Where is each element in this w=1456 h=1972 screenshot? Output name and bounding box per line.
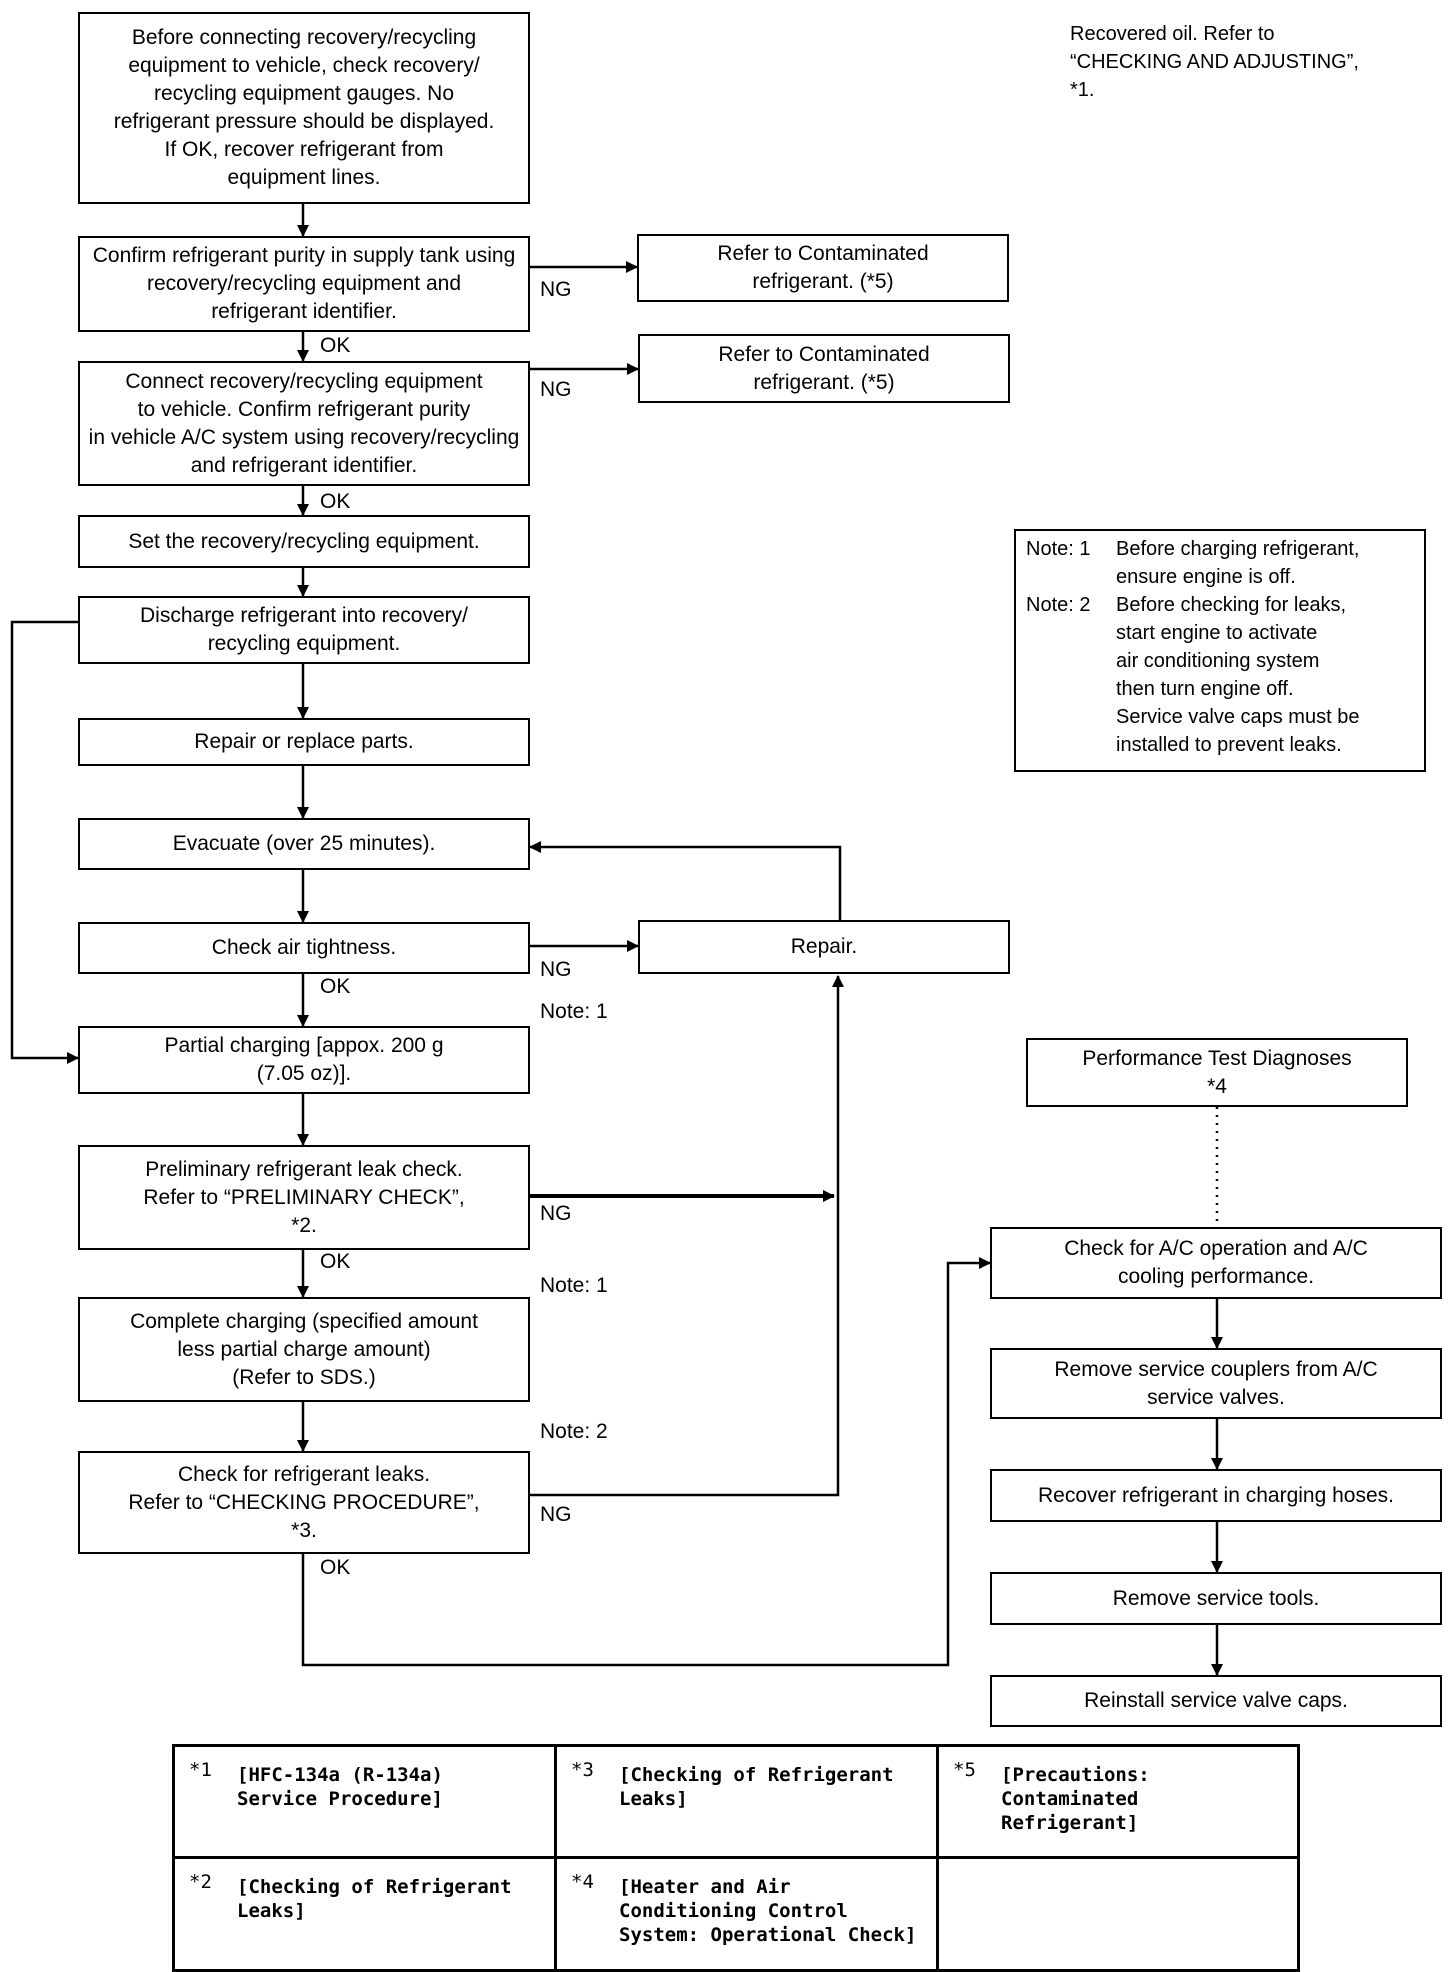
step-air-tightness: Check air tightness. [78, 922, 530, 974]
ok-label-s8: OK [320, 975, 351, 998]
legend-ref: *3 [571, 1759, 594, 1781]
reference-legend-table: *1 [HFC-134a (R-134a) Service Procedure]… [172, 1744, 1300, 1972]
step-check-ac-operation: Check for A/C operation and A/C cooling … [990, 1227, 1442, 1299]
legend-cell-4: *4 [Heater and Air Conditioning Control … [557, 1859, 939, 1969]
performance-test-diagnoses: Performance Test Diagnoses *4 [1026, 1038, 1408, 1107]
legend-cell-empty [939, 1859, 1297, 1969]
repair-box: Repair. [638, 920, 1010, 974]
ng-label-s8: NG [540, 958, 572, 981]
legend-cell-3: *3 [Checking of Refrigerant Leaks] [557, 1747, 939, 1859]
legend-text: [Precautions: Contaminated Refrigerant] [1001, 1764, 1150, 1834]
step-reinstall-caps: Reinstall service valve caps. [990, 1675, 1442, 1727]
legend-text: [Checking of Refrigerant Leaks] [237, 1876, 512, 1922]
ng-label-s10: NG [540, 1202, 572, 1225]
legend-text: [Checking of Refrigerant Leaks] [619, 1764, 894, 1810]
legend-text: [Heater and Air Conditioning Control Sys… [619, 1876, 917, 1946]
ng-label-s3: NG [540, 378, 572, 401]
ok-label-s12: OK [320, 1556, 351, 1579]
line-s12-ng [528, 975, 844, 1497]
note-2-text: Before checking for leaks, start engine … [1116, 594, 1360, 756]
legend-ref: *4 [571, 1871, 594, 1893]
recovered-oil-note: Recovered oil. Refer to “CHECKING AND AD… [1070, 23, 1359, 101]
note-2-heading: Note: 2 [1026, 594, 1091, 616]
line-s12-ok [301, 1257, 991, 1667]
step-confirm-supply-purity: Confirm refrigerant purity in supply tan… [78, 236, 530, 332]
legend-ref: *5 [953, 1759, 976, 1781]
line-discharge-bypass [10, 620, 80, 1064]
step-evacuate: Evacuate (over 25 minutes). [78, 818, 530, 870]
ok-label-s10: OK [320, 1250, 351, 1273]
legend-cell-5: *5 [Precautions: Contaminated Refrigeran… [939, 1747, 1297, 1859]
note-1-label-complete: Note: 1 [540, 1274, 608, 1297]
legend-cell-2: *2 [Checking of Refrigerant Leaks] [175, 1859, 557, 1969]
step-remove-couplers: Remove service couplers from A/C service… [990, 1348, 1442, 1419]
contaminated-refrigerant-box-2: Refer to Contaminated refrigerant. (*5) [638, 334, 1010, 403]
note-1-heading: Note: 1 [1026, 538, 1091, 560]
step-discharge: Discharge refrigerant into recovery/ rec… [78, 596, 530, 664]
contaminated-refrigerant-box-1: Refer to Contaminated refrigerant. (*5) [637, 234, 1009, 302]
note-1-label-partial: Note: 1 [540, 1000, 608, 1023]
note-1-text: Before charging refrigerant, ensure engi… [1116, 538, 1360, 588]
step-recover-hoses: Recover refrigerant in charging hoses. [990, 1469, 1442, 1522]
step-preliminary-leak-check: Preliminary refrigerant leak check. Refe… [78, 1145, 530, 1250]
step-partial-charging: Partial charging [appox. 200 g (7.05 oz)… [78, 1026, 530, 1094]
legend-cell-1: *1 [HFC-134a (R-134a) Service Procedure] [175, 1747, 557, 1859]
step-set-equipment: Set the recovery/recycling equipment. [78, 515, 530, 568]
step-check-gauges: Before connecting recovery/recycling equ… [78, 12, 530, 204]
ng-label-s12: NG [540, 1503, 572, 1526]
ng-label-s2: NG [540, 278, 572, 301]
note-2-label: Note: 2 [540, 1420, 608, 1443]
ok-label-s2: OK [320, 334, 351, 357]
step-repair-parts: Repair or replace parts. [78, 718, 530, 766]
notes-box: Note: 1 Before charging refrigerant, ens… [1014, 529, 1426, 772]
step-check-leaks: Check for refrigerant leaks. Refer to “C… [78, 1451, 530, 1554]
ok-label-s3: OK [320, 490, 351, 513]
step-confirm-vehicle-purity: Connect recovery/recycling equipment to … [78, 361, 530, 486]
step-complete-charging: Complete charging (specified amount less… [78, 1297, 530, 1402]
step-remove-tools: Remove service tools. [990, 1572, 1442, 1625]
legend-ref: *2 [189, 1871, 212, 1893]
legend-text: [HFC-134a (R-134a) Service Procedure] [237, 1764, 443, 1810]
line-repair-evacuate [529, 841, 842, 920]
legend-ref: *1 [189, 1759, 212, 1781]
